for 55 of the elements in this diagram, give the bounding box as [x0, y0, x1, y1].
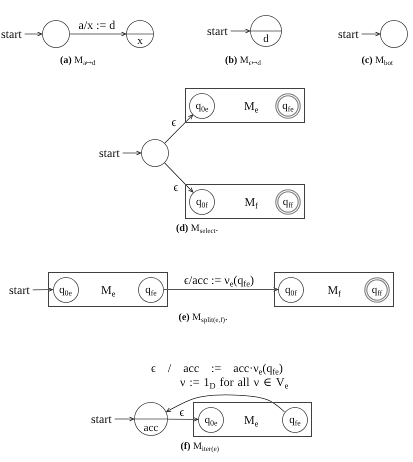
transition-arrow: [24, 32, 42, 36]
subfigure-caption: (d) M$_{select}$.: [176, 223, 218, 235]
state-circle: q$_{0f}$: [189, 188, 215, 214]
start-label: start: [1, 27, 22, 41]
state-circle: q$_{0e}$: [198, 406, 224, 432]
machine-label: M$_{f}$: [328, 282, 341, 296]
transition-arrow: [166, 394, 285, 412]
state-circle: [380, 20, 408, 48]
machine-box: [274, 272, 394, 307]
start-label: start: [9, 283, 30, 297]
split-state-circle: acc: [134, 402, 168, 436]
subfigure-caption: (f) M$_{iter(e)}$: [180, 441, 220, 453]
start-label: start: [99, 146, 120, 160]
transition-label: ϵ: [170, 117, 178, 127]
state-circle: q$_{fe}$: [138, 276, 164, 302]
transition-arrow: [70, 32, 126, 36]
state-circle: q$_{fe}$: [282, 406, 308, 432]
machine-label: M$_{e}$: [244, 412, 258, 426]
subfigure-caption: (e) M$_{split(e,f)}$.: [178, 312, 228, 324]
subfigure-caption: (b) M$_{ϵ↦d}$: [225, 55, 261, 67]
machine-box: [185, 88, 305, 123]
machine-label: M$_{e}$: [244, 98, 258, 112]
transition-arrow: [122, 150, 142, 156]
accepting-state-circle: q$_{ff}$: [364, 276, 390, 302]
transition-arrow: [168, 417, 198, 422]
transition-label: a/x := d: [78, 18, 116, 32]
state-circle: [141, 139, 169, 167]
machine-box: [185, 184, 305, 219]
state-circle: [42, 20, 70, 48]
start-label: start: [91, 412, 112, 426]
machine-box: [193, 402, 312, 437]
transition-arrow: [230, 28, 250, 34]
subfigure-caption: (c) M$_{bot}$: [362, 55, 393, 67]
split-state-circle: d: [250, 15, 282, 47]
machine-label: M$_{f}$: [244, 194, 258, 208]
transition-arrow: [164, 114, 194, 144]
transition-arrow: [164, 162, 194, 193]
subfigure-caption: (a) M$_{a↦d}$: [60, 55, 96, 67]
transition-arrow: [361, 32, 380, 36]
state-circle: q$_{0e}$: [52, 276, 78, 302]
transition-label: ϵ: [172, 182, 180, 192]
start-label: start: [338, 27, 359, 41]
state-circle: q$_{0e}$: [189, 92, 215, 118]
accepting-state-circle: q$_{ff}$: [275, 188, 301, 214]
transition-arrow: [32, 287, 53, 292]
transition-label: ϵ: [178, 407, 186, 417]
machine-label: M$_{e}$: [101, 282, 116, 296]
transition-label: ϵ/acc := ν$_{e}$(q$_{fe}$): [183, 273, 255, 287]
accepting-state-circle: q$_{fe}$: [275, 92, 301, 118]
split-state-circle: x: [126, 20, 154, 48]
machine-box: [48, 272, 168, 307]
transition-arrow: [164, 287, 278, 292]
transition-arrow: [114, 416, 134, 422]
state-circle: q$_{0f}$: [278, 276, 304, 302]
start-label: start: [207, 24, 228, 38]
